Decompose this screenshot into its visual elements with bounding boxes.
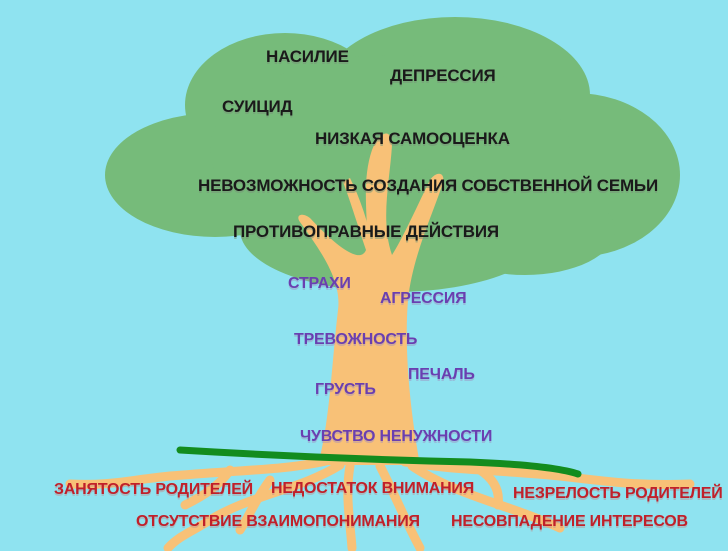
trunk-label-sorrow: ПЕЧАЛЬ	[408, 366, 475, 383]
crown-label-no-family: НЕВОЗМОЖНОСТЬ СОЗДАНИЯ СОБСТВЕННОЙ СЕМЬИ	[198, 176, 658, 195]
crown-label-low-self-esteem: НИЗКАЯ САМООЦЕНКА	[315, 129, 510, 148]
crown-label-suicide: СУИЦИД	[222, 97, 293, 116]
root-label-different-interests: НЕСОВПАДЕНИЕ ИНТЕРЕСОВ	[451, 513, 688, 530]
root-label-immature-parents: НЕЗРЕЛОСТЬ РОДИТЕЛЕЙ	[513, 485, 723, 502]
root-label-no-understanding: ОТСУТСТВИЕ ВЗАИМОПОНИМАНИЯ	[136, 513, 420, 530]
trunk-label-fears: СТРАХИ	[288, 275, 351, 292]
root-label-busy-parents: ЗАНЯТОСТЬ РОДИТЕЛЕЙ	[54, 481, 253, 498]
root-label-lack-of-attention: НЕДОСТАТОК ВНИМАНИЯ	[271, 480, 475, 497]
tree-trunk	[298, 133, 444, 465]
crown-label-depression: ДЕПРЕССИЯ	[390, 66, 496, 85]
trunk-label-anxiety: ТРЕВОЖНОСТЬ	[294, 331, 418, 348]
crown-label-illegal-actions: ПРОТИВОПРАВНЫЕ ДЕЙСТВИЯ	[233, 222, 499, 241]
ground-line	[176, 446, 582, 478]
crown-label-violence: НАСИЛИЕ	[266, 47, 349, 66]
trunk-label-sadness: ГРУСТЬ	[315, 381, 376, 398]
trunk-label-uselessness: ЧУВСТВО НЕНУЖНОСТИ	[300, 428, 493, 445]
tree-roots	[65, 455, 695, 551]
trunk-label-aggression: АГРЕССИЯ	[380, 290, 467, 307]
